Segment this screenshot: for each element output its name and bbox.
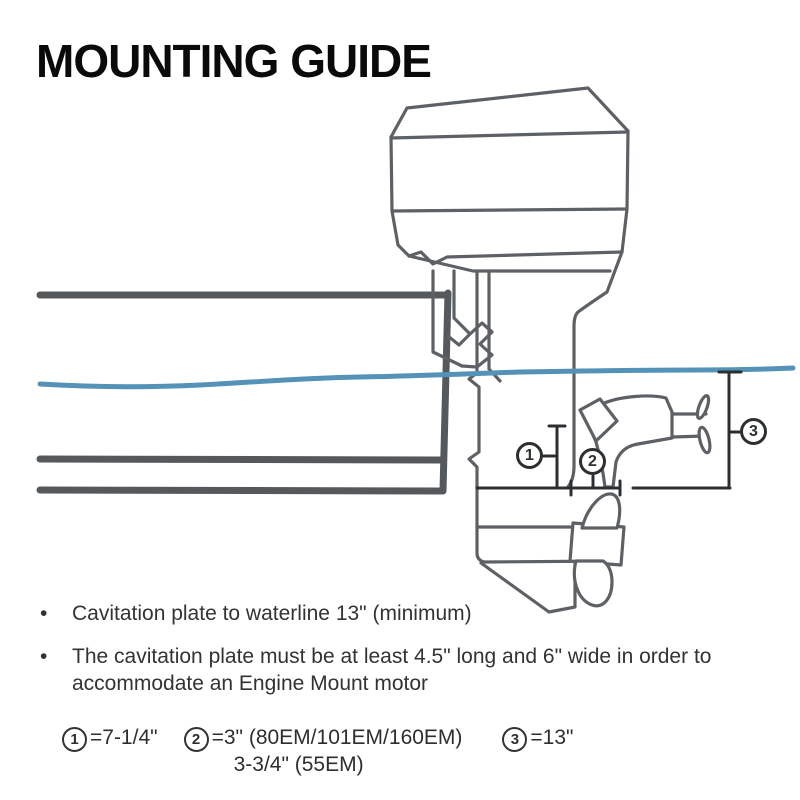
legend-2-number: 2: [191, 731, 201, 748]
notes-section: • Cavitation plate to waterline 13" (min…: [40, 601, 712, 714]
legend-item-3: 3 =13": [502, 726, 574, 752]
page-title: MOUNTING GUIDE: [36, 35, 432, 87]
outboard-motor-drawing: [389, 86, 630, 614]
bullet-icon: •: [40, 602, 48, 625]
note-text: Cavitation plate to waterline 13" (minim…: [72, 602, 472, 625]
legend-3-value: =13": [530, 726, 574, 749]
measurement-legend: 1 =7-1/4" 2 =3" (80EM/101EM/160EM) 3-3/4…: [62, 726, 574, 777]
callout-1-number: 1: [525, 446, 534, 464]
measurement-lines: [475, 370, 743, 497]
legend-3-badge: 3: [502, 727, 528, 752]
engine-mount-motor-drawing: [578, 394, 712, 489]
callout-1-badge: 1: [516, 442, 543, 469]
boat-hull: [36, 289, 452, 495]
legend-2-value-line2: 3-3/4" (55EM): [233, 753, 364, 776]
callout-3-badge: 3: [740, 418, 767, 445]
legend-2-badge: 2: [183, 727, 209, 752]
legend-item-2: 2 =3" (80EM/101EM/160EM) 3-3/4" (55EM): [183, 726, 463, 777]
legend-1-value: =7-1/4": [90, 726, 158, 749]
callout-2-badge: 2: [579, 448, 606, 475]
legend-2-value: =3" (80EM/101EM/160EM) 3-3/4" (55EM): [212, 726, 463, 777]
note-text: The cavitation plate must be at least 4.…: [72, 645, 712, 695]
callout-3-number: 3: [749, 422, 758, 440]
legend-1-number: 1: [70, 731, 79, 748]
legend-2-value-line1: =3" (80EM/101EM/160EM): [211, 726, 463, 749]
legend-3-number: 3: [510, 731, 520, 748]
waterline: [37, 365, 796, 390]
note-cavitation-waterline: • Cavitation plate to waterline 13" (min…: [40, 601, 712, 627]
legend-item-1: 1 =7-1/4": [62, 726, 158, 752]
note-cavitation-size: • The cavitation plate must be at least …: [40, 644, 712, 697]
bullet-icon: •: [40, 645, 48, 669]
callout-2-number: 2: [588, 452, 597, 470]
legend-1-badge: 1: [62, 727, 87, 752]
